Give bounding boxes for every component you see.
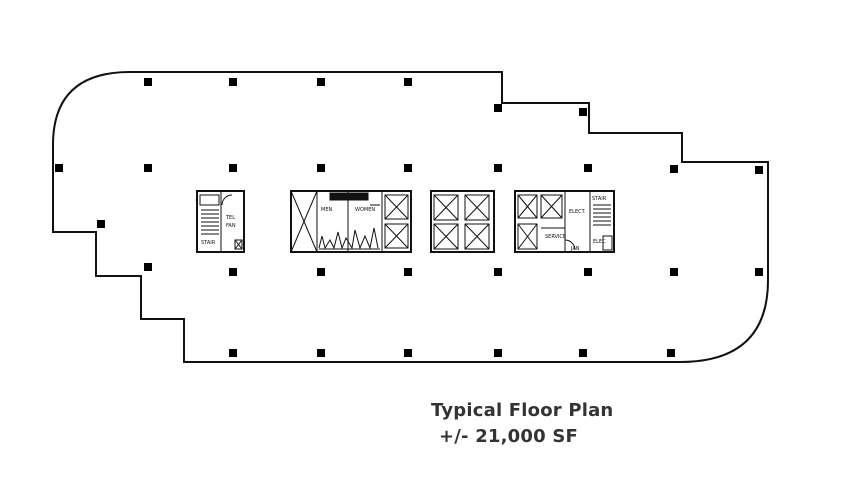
column <box>579 349 587 357</box>
building-outline <box>52 71 769 363</box>
column <box>229 164 237 172</box>
plan-area: +/- 21,000 SF <box>439 426 578 447</box>
column <box>144 164 152 172</box>
core-service <box>514 190 615 253</box>
column <box>494 268 502 276</box>
column <box>494 104 502 112</box>
column <box>229 268 237 276</box>
room-label-jan: JAN <box>570 246 580 252</box>
column <box>667 349 675 357</box>
room-label-service: SERVICE <box>545 234 566 240</box>
column <box>404 164 412 172</box>
core-elevators <box>430 190 495 253</box>
column <box>317 268 325 276</box>
column <box>755 166 763 174</box>
room-label-elec: ELEC <box>593 239 606 245</box>
room-label-stair-2: STAIR <box>592 196 607 202</box>
column <box>317 349 325 357</box>
column <box>404 349 412 357</box>
column <box>317 164 325 172</box>
column <box>144 78 152 86</box>
column <box>494 164 502 172</box>
column <box>229 78 237 86</box>
room-label-fan: FAN <box>226 223 236 229</box>
column <box>584 268 592 276</box>
core-restrooms <box>290 190 412 253</box>
column <box>579 108 587 116</box>
column <box>670 165 678 173</box>
room-label-tel: TEL <box>225 215 235 221</box>
structural-columns <box>55 78 763 357</box>
column <box>404 268 412 276</box>
room-label-stair-1: STAIR <box>201 240 216 246</box>
column <box>584 164 592 172</box>
core-stair-tel <box>196 190 245 253</box>
column <box>229 349 237 357</box>
column <box>494 349 502 357</box>
column <box>404 78 412 86</box>
plan-title: Typical Floor Plan <box>431 400 614 421</box>
column <box>55 164 63 172</box>
column <box>755 268 763 276</box>
room-label-women: WOMEN <box>355 207 375 213</box>
column <box>317 78 325 86</box>
column <box>97 220 105 228</box>
column <box>144 263 152 271</box>
room-label-elect: ELECT. <box>569 209 586 215</box>
column <box>670 268 678 276</box>
plan-caption: Typical Floor Plan +/- 21,000 SF <box>431 398 613 450</box>
room-label-men: MEN <box>321 207 332 213</box>
